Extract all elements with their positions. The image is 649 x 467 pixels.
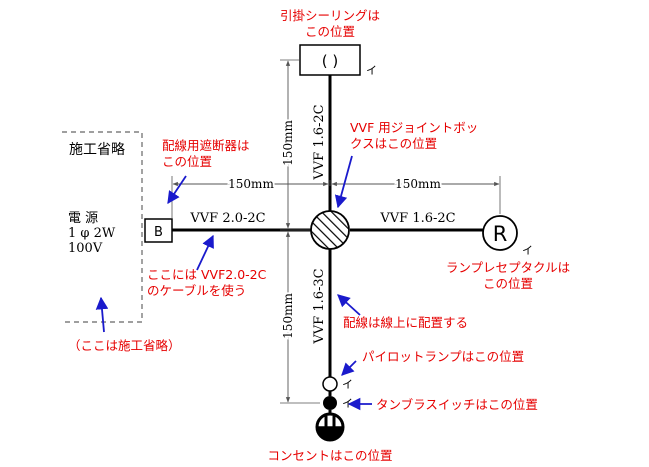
pilot-lamp-tag: イ — [342, 378, 353, 391]
annotation-ceiling-line1: 引掛シーリングは — [280, 8, 380, 23]
joint-box — [310, 210, 350, 250]
breaker-box — [144, 218, 173, 243]
dim-label-bottom: 150mm — [281, 293, 295, 339]
arrow-wiring — [337, 294, 361, 316]
dim-label-right: 150mm — [395, 177, 441, 191]
lamp-receptacle — [482, 215, 518, 251]
ceiling-fixture-box — [299, 44, 361, 76]
annotation-wiring: 配線は線上に配置する — [343, 315, 468, 330]
cable-label-top: VVF 1.6-2C — [312, 104, 327, 180]
outlet-icon — [315, 412, 345, 442]
ceiling-fixture-symbol: ( ) — [322, 52, 338, 70]
annotation-jbox-line1: VVF 用ジョイントボッ — [350, 120, 478, 135]
annotation-breaker-line2: この位置 — [162, 154, 212, 169]
annotation-jbox-line2: クスはこの位置 — [350, 136, 437, 151]
power-source-label: 電 源 — [68, 211, 98, 226]
omitted-label: 施工省略 — [69, 142, 125, 158]
annotation-breaker-line1: 配線用遮断器は — [162, 138, 250, 153]
annotation-cable-line2: のケーブルを使う — [147, 283, 246, 298]
dim-label-top: 150mm — [281, 120, 295, 166]
arrow-omitted — [95, 296, 109, 333]
annotation-cable-line1: ここには VVF2.0-2C — [147, 267, 267, 282]
lamp-receptacle-tag: イ — [522, 244, 533, 257]
annotation-omitted: （ここは施工省略） — [68, 338, 181, 353]
tumbler-switch — [323, 396, 337, 410]
cable-label-left: VVF 2.0-2C — [189, 211, 265, 226]
power-phase-label: 1 φ 2W — [68, 226, 116, 241]
annotation-lamp-line1: ランプレセプタクルは — [446, 260, 570, 275]
annotation-outlet: コンセントはこの位置 — [267, 448, 392, 463]
tumbler-switch-tag: イ — [342, 397, 353, 410]
lamp-receptacle-symbol: R — [493, 222, 508, 246]
annotation-ceiling-line2: この位置 — [305, 24, 355, 39]
omitted-area-border — [62, 131, 143, 323]
cable-label-bottom: VVF 1.6-3C — [312, 268, 327, 344]
arrow-breaker — [167, 175, 187, 205]
pilot-lamp — [322, 376, 338, 392]
arrow-cable — [196, 234, 214, 271]
annotation-pilot: パイロットランプはこの位置 — [362, 349, 524, 364]
arrow-jbox — [334, 155, 353, 209]
annotation-lamp-line2: この位置 — [483, 276, 533, 291]
cable-label-right: VVF 1.6-2C — [379, 211, 455, 226]
arrow-pilot — [341, 360, 357, 376]
ceiling-fixture-tag: イ — [366, 64, 377, 77]
breaker-symbol: B — [154, 225, 163, 240]
power-voltage-label: 100V — [68, 241, 103, 256]
annotation-switch: タンブラスイッチはこの位置 — [376, 397, 538, 412]
dim-label-left: 150mm — [228, 177, 274, 191]
